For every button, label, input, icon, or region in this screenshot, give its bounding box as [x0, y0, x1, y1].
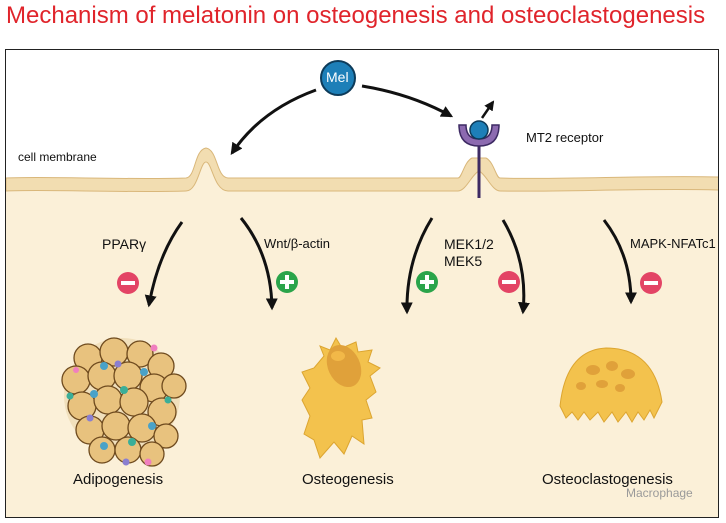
minus-sign-icon [498, 271, 520, 293]
cell-membrane [6, 147, 718, 193]
outcome-osteogenesis: Osteogenesis [302, 471, 394, 488]
plus-sign-icon [276, 271, 298, 293]
pathway-label-mek5: MEK5 [444, 253, 483, 269]
minus-sign-icon [640, 272, 662, 294]
diagram-canvas [6, 60, 718, 517]
arrow-receptor-out [480, 100, 495, 119]
pathway-label-wnt: Wnt/β-actin [264, 236, 330, 251]
arrow-mek [400, 217, 434, 315]
arrow-mek-inhibit [501, 219, 530, 315]
pathway-label-mapk: MAPK-NFATc1 [630, 236, 716, 251]
macrophage-label: Macrophage [626, 486, 693, 500]
osteoblast-cell [301, 336, 381, 459]
receptor-label: MT2 receptor [526, 130, 604, 145]
osteoclast-cell [559, 347, 663, 423]
membrane-label: cell membrane [18, 150, 97, 164]
receptor-bound-mel [469, 120, 489, 140]
outcome-osteoclastogenesis: Osteoclastogenesis [542, 471, 673, 488]
pathway-label-pparg: PPARγ [102, 236, 147, 252]
arrow-wnt [239, 217, 278, 311]
melatonin-molecule [320, 60, 356, 96]
diagram-title: Mechanism of melatonin on osteogenesis a… [6, 2, 706, 29]
arrow-mapk [602, 219, 637, 305]
arrow-pparg [144, 221, 184, 308]
outcome-adipogenesis: Adipogenesis [73, 471, 164, 488]
cytoplasm [6, 148, 718, 517]
pathway-label-mek1: MEK1/2 [444, 236, 494, 252]
adipocyte-cluster [61, 337, 187, 467]
plus-sign-icon [416, 271, 438, 293]
mel-label: Mel [326, 69, 349, 85]
receptor-cup [458, 124, 500, 147]
diagram-frame: Mel MT2 receptor cell membrane PPARγ Wnt… [5, 49, 719, 518]
minus-sign-icon [117, 272, 139, 294]
arrow-mel-to-membrane [230, 88, 317, 155]
arrow-mel-to-receptor [361, 84, 454, 118]
